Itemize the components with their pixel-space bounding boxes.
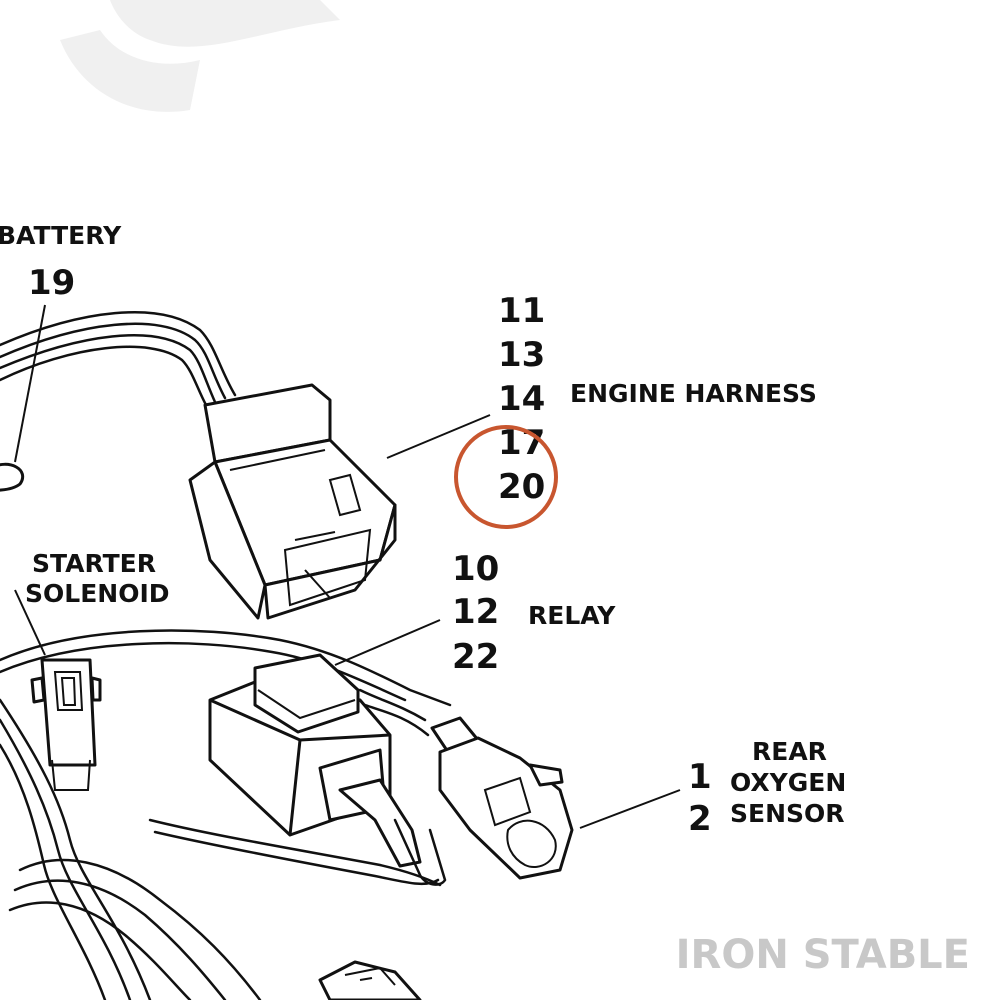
relay-label: RELAY	[528, 601, 616, 630]
engine-harness-number-11: 11	[498, 291, 545, 331]
bottom-partial-connector	[318, 960, 422, 1000]
engine-harness-number-20: 20	[498, 467, 545, 507]
engine-harness-label: ENGINE HARNESS	[570, 379, 817, 408]
relay-number-22: 22	[452, 637, 499, 677]
relay-number-10: 10	[452, 549, 499, 589]
relay-component	[208, 619, 447, 886]
battery-label: BATTERY	[0, 221, 122, 250]
rear-oxygen-sensor-number-2: 2	[688, 799, 712, 839]
engine-harness-number-13: 13	[498, 335, 545, 375]
engine-harness-number-14: 14	[498, 379, 545, 419]
engine-harness-connector	[188, 383, 397, 620]
engine-harness-leader	[386, 414, 491, 459]
background-watermark-shape	[40, 0, 340, 112]
iron-stable-watermark: IRON STABLE	[676, 932, 970, 978]
rear-oxygen-sensor-label-line3: SENSOR	[730, 799, 845, 828]
rear-oxygen-sensor-label-line1: REAR	[752, 737, 827, 766]
rear-oxygen-sensor-label-line2: OXYGEN	[730, 768, 846, 797]
rear-oxygen-sensor-connector	[358, 688, 681, 880]
starter-solenoid-connector	[14, 589, 102, 791]
highlight-circle-20	[454, 425, 558, 529]
upper-harness-wires	[0, 310, 237, 407]
starter-solenoid-label-line1: STARTER	[32, 549, 156, 578]
battery-number-19: 19	[28, 263, 75, 303]
battery-cable	[0, 304, 46, 492]
rear-oxygen-sensor-number-1: 1	[688, 757, 712, 797]
relay-number-12: 12	[452, 592, 499, 632]
starter-solenoid-label-line2: SOLENOID	[25, 579, 170, 608]
